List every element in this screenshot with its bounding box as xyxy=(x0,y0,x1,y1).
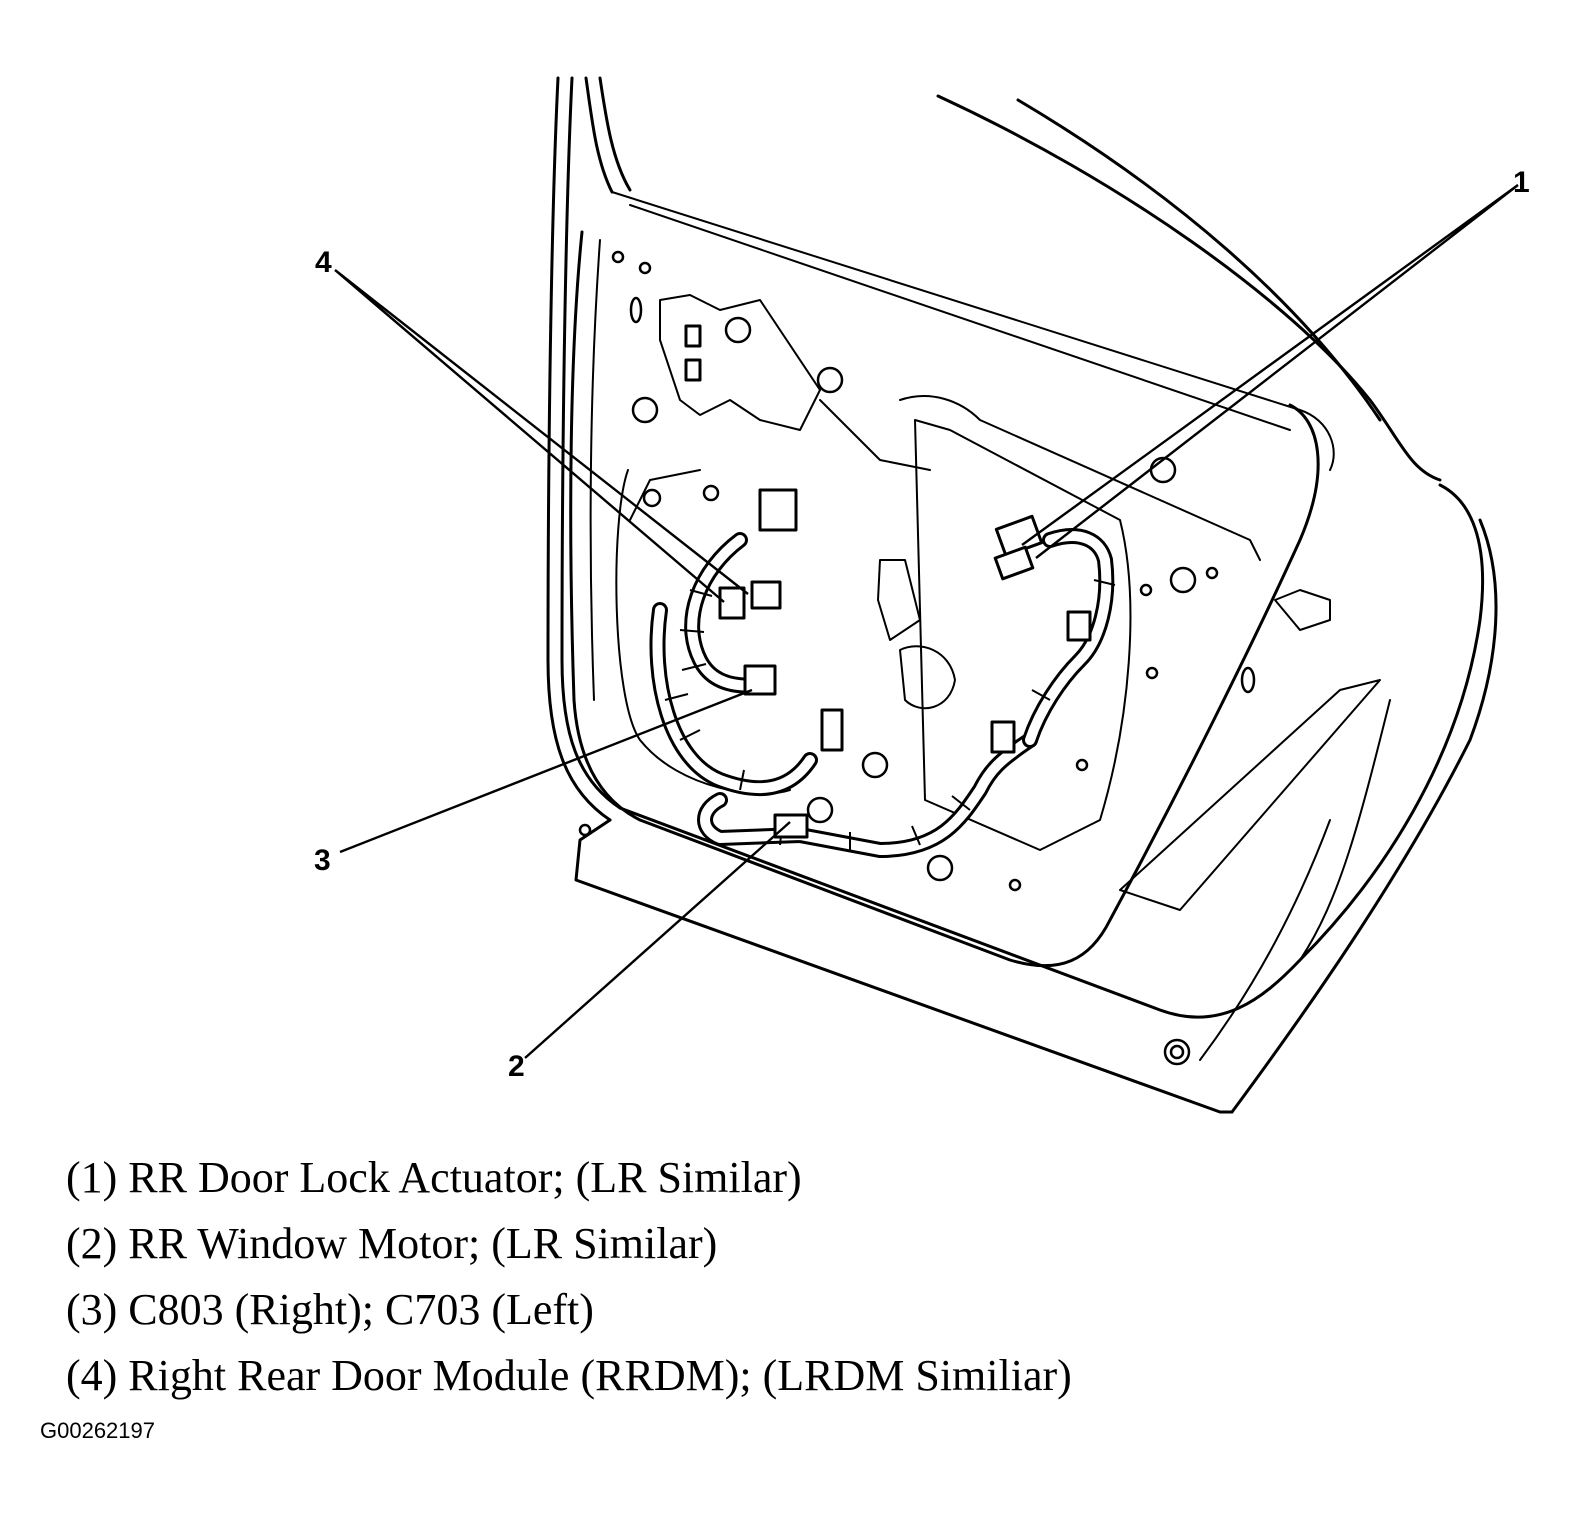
door-line-drawing xyxy=(334,76,1519,1114)
leader-line-1 xyxy=(1021,184,1519,559)
leader-lines xyxy=(334,184,1519,1059)
legend-list: (1) RR Door Lock Actuator; (LR Similar) … xyxy=(66,1145,1072,1409)
callout-1: 1 xyxy=(1513,166,1530,199)
callout-2: 2 xyxy=(508,1050,525,1083)
door-diagram xyxy=(334,76,1519,1114)
door-components xyxy=(684,324,1092,839)
legend-item-1: (1) RR Door Lock Actuator; (LR Similar) xyxy=(66,1153,802,1202)
wiring-harness xyxy=(649,528,1116,858)
panel-holes xyxy=(578,250,1256,1066)
leader-line-3 xyxy=(339,688,753,854)
door-outline xyxy=(546,76,1498,1114)
leader-line-2 xyxy=(524,821,791,1059)
legend-item-2: (2) RR Window Motor; (LR Similar) xyxy=(66,1219,718,1268)
leader-line-4 xyxy=(334,269,749,603)
callout-4: 4 xyxy=(315,246,332,279)
legend-item-4: (4) Right Rear Door Module (RRDM); (LRDM… xyxy=(66,1351,1072,1400)
legend-item-3: (3) C803 (Right); C703 (Left) xyxy=(66,1285,594,1334)
figure-id: G00262197 xyxy=(40,1418,155,1443)
callout-3: 3 xyxy=(314,844,331,877)
